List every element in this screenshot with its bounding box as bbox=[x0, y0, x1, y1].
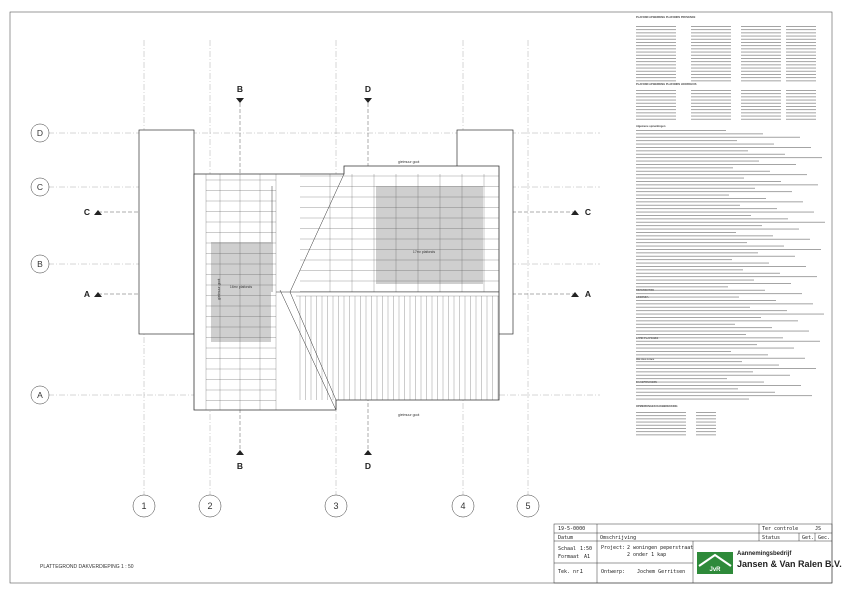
spec-title-3: Algemene opmerkingen bbox=[636, 125, 666, 128]
tb-ontwerp-value: Jochem Gerritsen bbox=[637, 569, 686, 575]
tb-status-label: Status bbox=[762, 535, 781, 541]
spec-heading-installaties: INSTALLATIES bbox=[636, 358, 655, 361]
tb-get-label: Get. bbox=[802, 535, 815, 541]
tb-datum-label: Datum bbox=[558, 535, 574, 541]
section-c-left: C bbox=[84, 207, 90, 217]
plan-title: PLATTEGROND DAKVERDIEPING 1 : 50 bbox=[40, 564, 134, 570]
tb-omschrijving-label: Omschrijving bbox=[600, 535, 637, 541]
gutter-label-side: gietmuur goot bbox=[217, 279, 221, 300]
section-b-bottom: B bbox=[237, 461, 243, 471]
section-a-right: A bbox=[585, 289, 591, 299]
grid-number-bubbles bbox=[132, 494, 540, 518]
title-block-frame bbox=[553, 523, 833, 584]
tb-schaal-label: Schaal bbox=[558, 546, 577, 552]
section-d-top: D bbox=[365, 84, 371, 94]
tb-ontwerp-label: Ontwerp: bbox=[601, 569, 626, 575]
tb-tek-value: 1 bbox=[580, 569, 584, 575]
grid-letter-labels: D C B A bbox=[37, 128, 43, 400]
roof-slats-right bbox=[300, 174, 499, 292]
tb-schaal-value: 1:50 bbox=[580, 546, 593, 552]
room-right-label: 17m² plafonds bbox=[413, 250, 435, 254]
sheet-border bbox=[9, 11, 833, 584]
gutter-label-top: gietmuur goot bbox=[398, 160, 419, 164]
tb-gec-label: Gec. bbox=[818, 535, 831, 541]
grid-number-5: 5 bbox=[525, 501, 530, 511]
tb-formaat-value: A1 bbox=[584, 554, 591, 560]
grid-number-2: 2 bbox=[207, 501, 212, 511]
spec-text-block bbox=[636, 26, 825, 436]
logo-text: JvR bbox=[709, 567, 721, 573]
grid-letter-d: D bbox=[37, 128, 43, 138]
section-c-right: C bbox=[585, 207, 591, 217]
roof-slats-left bbox=[205, 174, 277, 410]
grid-letter-c: C bbox=[37, 182, 43, 192]
section-arrows bbox=[94, 98, 579, 455]
room-left-label: 16m² plafonds bbox=[230, 285, 252, 289]
ceiling-zones bbox=[211, 186, 483, 342]
grid-number-4: 4 bbox=[460, 501, 465, 511]
vertical-grid-lines bbox=[143, 40, 529, 495]
section-a-left: A bbox=[84, 289, 90, 299]
section-d-bottom: D bbox=[365, 461, 371, 471]
tb-date: 19-5-0000 bbox=[558, 526, 586, 532]
grid-letter-b: B bbox=[37, 259, 43, 269]
tb-project-line1: 2 woningen peperstraat bbox=[627, 545, 694, 551]
tb-ter-controle-value: JS bbox=[815, 526, 822, 532]
spec-heading-latei: LATEI PLAFONDS bbox=[636, 337, 659, 340]
company-logo: JvR bbox=[697, 552, 733, 574]
section-b-top: B bbox=[237, 84, 243, 94]
tb-project-label: Project: bbox=[601, 545, 626, 551]
grid-number-1: 1 bbox=[141, 501, 146, 511]
grid-number-3: 3 bbox=[333, 501, 338, 511]
roof-hips bbox=[271, 173, 499, 411]
spec-title-2: PLAFOND AFWERKING PLAFONDS HOOFDHUIS bbox=[636, 83, 697, 86]
tb-project-line2: 2 onder 1 kap bbox=[627, 552, 667, 558]
grid-letter-bubbles bbox=[30, 123, 50, 405]
section-mark-labels: B D B D C C A A bbox=[84, 84, 591, 471]
gutter-labels: gietmuur goot gietmuur goot gietmuur goo… bbox=[217, 160, 419, 417]
grid-letter-a: A bbox=[37, 390, 43, 400]
roof-slats-bottom bbox=[296, 295, 499, 400]
gutter-label-bottom: gietmuur goot bbox=[398, 413, 419, 417]
tb-formaat-label: Formaat bbox=[558, 554, 580, 560]
tb-tek-label: Tek. nr. bbox=[558, 569, 583, 575]
grid-number-labels: 1 2 3 4 5 bbox=[141, 501, 530, 511]
spec-heading-dakbedekking: OPMERKINGEN DAKBEDEKKING bbox=[636, 405, 678, 408]
tb-ter-controle-label: Ter controle bbox=[762, 526, 799, 532]
company-name-line2: Jansen & Van Ralen B.V. bbox=[737, 559, 842, 569]
spec-title-1: PLAFOND AFWERKING PLAFONDS PROVENCE bbox=[636, 16, 696, 19]
room-labels: 16m² plafonds 17m² plafonds bbox=[230, 250, 435, 289]
company-name-line1: Aannemingsbedrijf bbox=[737, 551, 792, 557]
